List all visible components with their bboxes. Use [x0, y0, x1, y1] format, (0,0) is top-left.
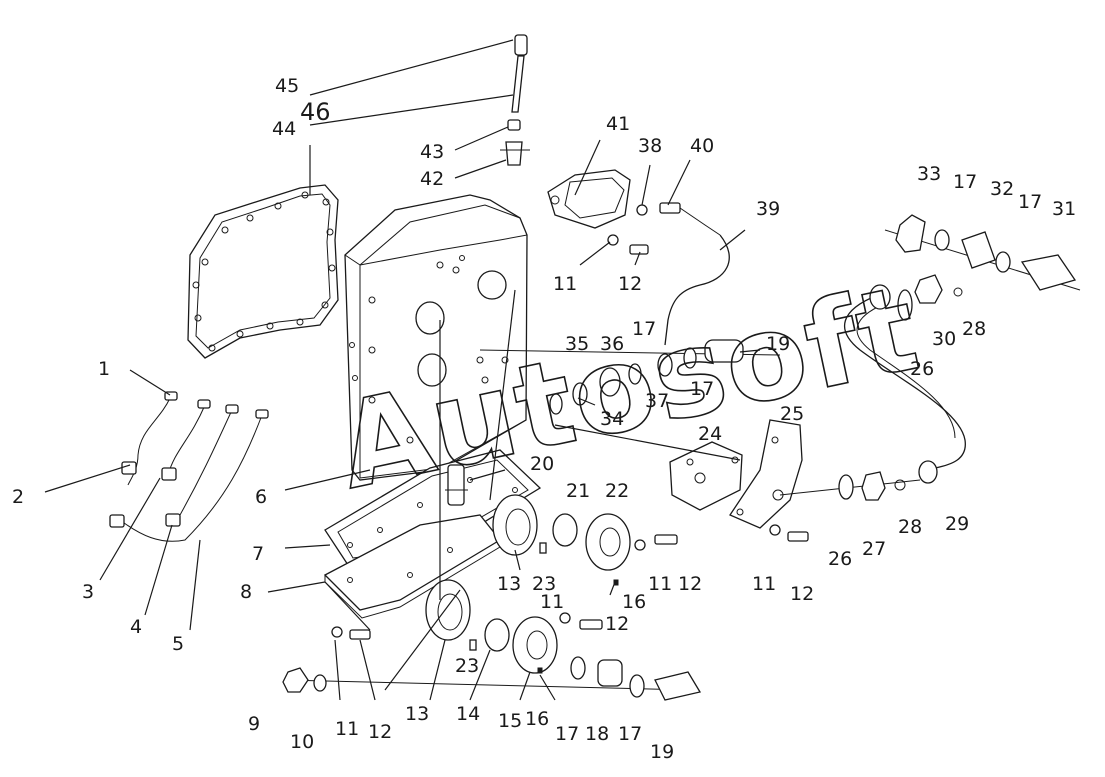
callout-3: 3: [82, 581, 94, 603]
callout-34: 34: [600, 408, 624, 430]
sender-20: [445, 464, 468, 506]
callout-12a: 12: [368, 721, 392, 743]
callout-8: 8: [240, 581, 252, 603]
callout-30: 30: [932, 328, 956, 350]
fitting-38-40: [636, 202, 730, 346]
callout-23b: 23: [532, 573, 556, 595]
callout-15: 15: [498, 710, 522, 732]
callout-33: 33: [917, 163, 941, 185]
bolt-11c-12c: [559, 612, 603, 630]
cover-41: [547, 169, 631, 229]
shaft-assembly-right: [884, 214, 1081, 291]
callout-40: 40: [690, 135, 714, 157]
hose-assembly: [779, 274, 966, 501]
bolt-11d-12d: [769, 524, 809, 542]
callout-26a: 26: [828, 548, 852, 570]
bracket-24: [669, 441, 743, 511]
flange-13a: [492, 494, 538, 556]
wire-harness: [109, 391, 269, 542]
callout-27: 27: [862, 538, 886, 560]
callout-41: 41: [606, 113, 630, 135]
callout-11b: 11: [540, 591, 564, 613]
callout-16a: 16: [525, 708, 549, 730]
callout-35: 35: [565, 333, 589, 355]
callout-37: 37: [645, 390, 669, 412]
callout-17f: 17: [690, 378, 714, 400]
housing-6: [344, 194, 528, 481]
callout-11a: 11: [335, 718, 359, 740]
callout-26b: 26: [910, 358, 934, 380]
callout-11d: 11: [752, 573, 776, 595]
callout-16b: 16: [622, 591, 646, 613]
bracket-25: [729, 419, 803, 529]
flange-14: [484, 618, 510, 652]
callout-7: 7: [252, 543, 264, 565]
callout-4: 4: [130, 616, 142, 638]
flange-13b: [425, 579, 471, 641]
callout-22: 22: [605, 480, 629, 502]
shaft-assembly-lower: [282, 656, 702, 701]
flange-22: [585, 513, 631, 571]
callout-23a: 23: [455, 655, 479, 677]
callout-20: 20: [530, 453, 554, 475]
callout-5: 5: [172, 633, 184, 655]
callout-6: 6: [255, 486, 267, 508]
callout-38: 38: [638, 135, 662, 157]
callout-29: 29: [945, 513, 969, 535]
callout-17a: 17: [555, 723, 579, 745]
callout-25: 25: [780, 403, 804, 425]
callout-28a: 28: [898, 516, 922, 538]
callout-13a: 13: [405, 703, 429, 725]
shaft-assembly-upper: [479, 339, 781, 415]
callout-10: 10: [290, 731, 314, 753]
callout-12e: 12: [618, 273, 642, 295]
callout-13b: 13: [497, 573, 521, 595]
flange-15: [512, 616, 558, 674]
bolt-12e: [607, 234, 649, 255]
callout-12d: 12: [790, 583, 814, 605]
callout-21: 21: [566, 480, 590, 502]
callout-12c: 12: [678, 573, 702, 595]
callout-11e: 11: [553, 273, 577, 295]
callout-31: 31: [1052, 198, 1076, 220]
callout-14: 14: [456, 703, 480, 725]
callout-12b: 12: [605, 613, 629, 635]
gasket-46: [187, 184, 339, 359]
callout-28b: 28: [962, 318, 986, 340]
callout-17c: 17: [953, 171, 977, 193]
callout-43: 43: [420, 141, 444, 163]
callout-44: 44: [272, 118, 296, 140]
pins: [469, 542, 619, 674]
callout-17b: 17: [618, 723, 642, 745]
callout-1: 1: [98, 358, 110, 380]
callout-9: 9: [248, 713, 260, 735]
callout-32: 32: [990, 178, 1014, 200]
callout-45: 45: [275, 75, 299, 97]
leader-lines: [44, 39, 761, 701]
callout-labels: 1 2 3 4 5 6 7 8 9 10 11 12 13 14 15 16 1…: [12, 75, 1076, 763]
callout-19a: 19: [650, 741, 674, 763]
bolt-11b-12b: [634, 534, 678, 551]
callout-36: 36: [600, 333, 624, 355]
callout-11c: 11: [648, 573, 672, 595]
callout-42: 42: [420, 168, 444, 190]
callout-39: 39: [756, 198, 780, 220]
callout-2: 2: [12, 486, 24, 508]
breather-assembly: [500, 34, 530, 166]
callout-24: 24: [698, 423, 722, 445]
flange-21: [552, 513, 578, 547]
bolt-11a-12a: [331, 626, 371, 640]
callout-46: 46: [300, 98, 331, 126]
callout-17e: 17: [632, 318, 656, 340]
callout-19b: 19: [766, 333, 790, 355]
callout-17d: 17: [1018, 191, 1042, 213]
callout-18: 18: [585, 723, 609, 745]
